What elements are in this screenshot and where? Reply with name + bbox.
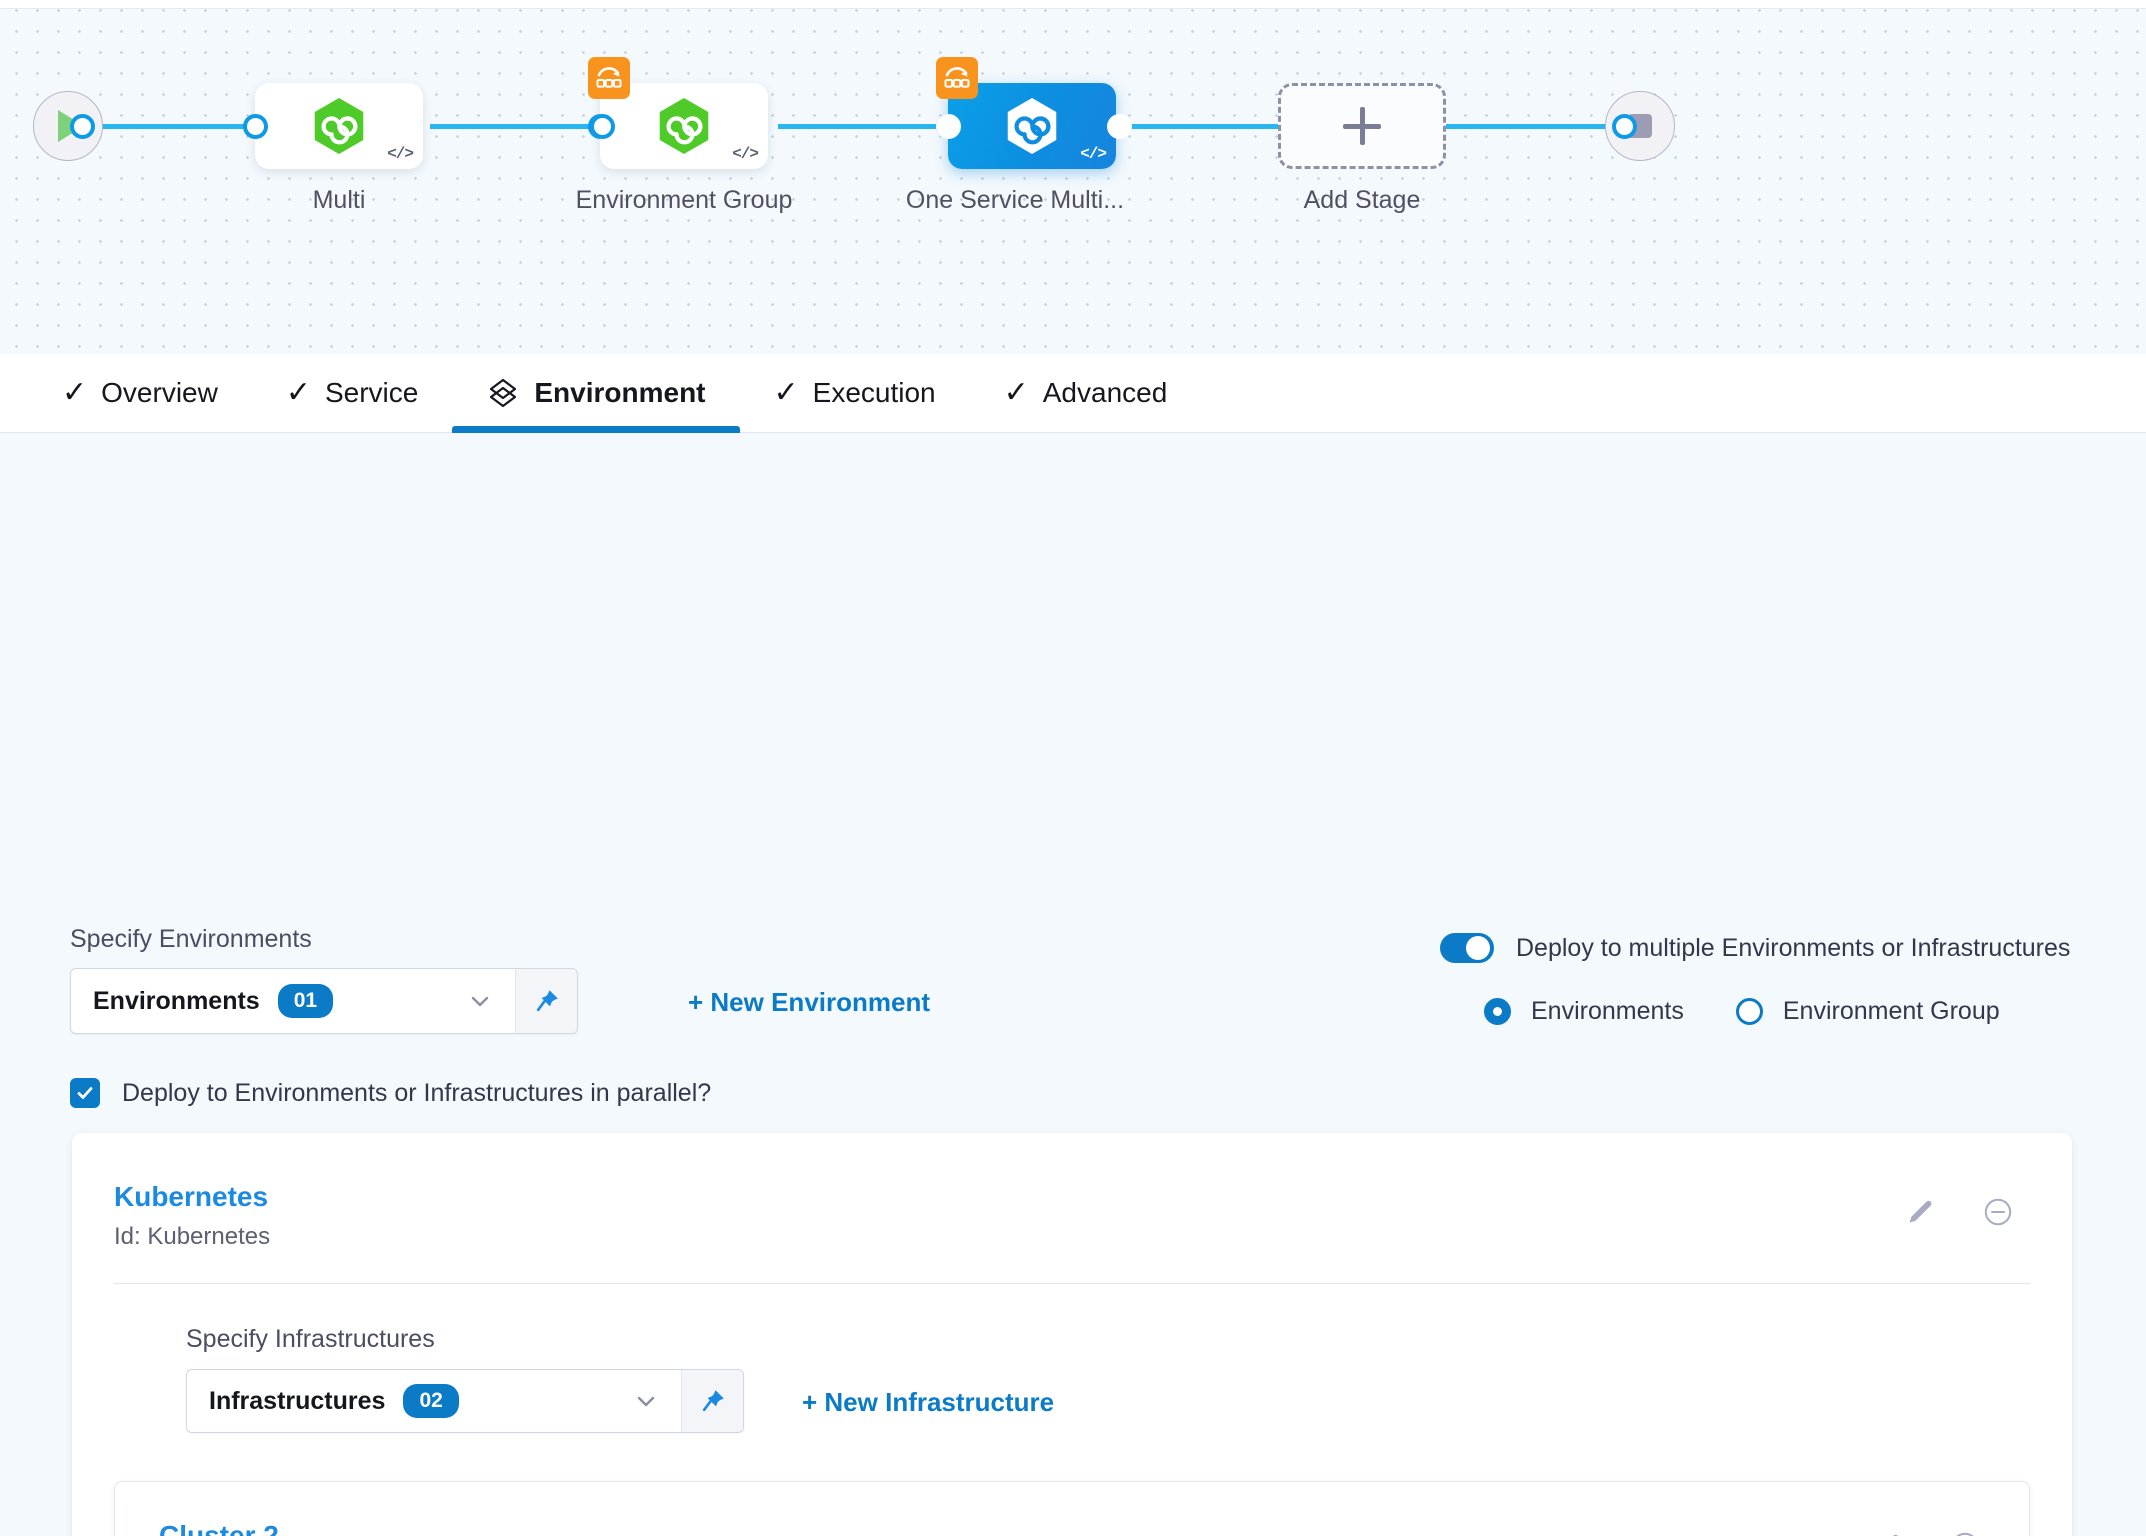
infrastructures-select-text: Infrastructures xyxy=(209,1386,386,1415)
edit-infrastructure-button[interactable] xyxy=(1871,1531,1901,1536)
check-icon: ✓ xyxy=(773,376,799,409)
stage-config-tabbar[interactable]: ✓ Overview ✓ Service Environment ✓ Execu… xyxy=(0,354,2146,433)
pin-infrastructures-button[interactable] xyxy=(681,1370,743,1432)
radio-environments-label: Environments xyxy=(1531,997,1684,1025)
infrastructures-count-badge: 02 xyxy=(403,1383,459,1419)
stage-label-environment-group: Environment Group xyxy=(575,186,793,214)
infrastructures-select-value[interactable]: Infrastructures 02 xyxy=(187,1370,681,1432)
tab-service[interactable]: ✓ Service xyxy=(252,354,453,432)
tab-label: Advanced xyxy=(1042,377,1168,408)
stage-node-multi[interactable]: </> xyxy=(255,83,423,169)
tab-label: Execution xyxy=(812,377,936,408)
infrastructure-card: Cluster 2 Id: Cluster_2 xyxy=(114,1481,2030,1536)
toggle-knob xyxy=(1466,936,1490,960)
radio-environments[interactable] xyxy=(1484,998,1511,1025)
environments-select-text: Environments xyxy=(93,986,260,1015)
add-stage-button[interactable] xyxy=(1278,83,1446,169)
environment-card: Kubernetes Id: Kubernetes Specify Infras… xyxy=(72,1133,2072,1536)
remove-environment-button[interactable] xyxy=(1982,1196,2014,1228)
environment-id: Id: Kubernetes xyxy=(114,1223,271,1250)
stage-code-icon[interactable]: </> xyxy=(1080,145,1107,163)
stage-label-one-service-multi: One Service Multi... xyxy=(905,186,1125,214)
connector-multi-to-envgroup xyxy=(430,124,600,129)
minus-circle-icon xyxy=(1984,1198,2012,1226)
check-icon: ✓ xyxy=(62,376,88,409)
plus-icon-bar xyxy=(1343,123,1381,129)
tab-overview[interactable]: ✓ Overview xyxy=(28,354,252,432)
radio-environment-group-label: Environment Group xyxy=(1782,997,2000,1025)
pipeline-start-node[interactable] xyxy=(33,91,103,161)
connector-addstage-to-stop xyxy=(1440,124,1640,129)
window-top-edge xyxy=(0,0,2146,9)
infrastructure-card-actions[interactable] xyxy=(1871,1530,1981,1536)
tab-label: Service xyxy=(324,377,419,408)
tab-environment[interactable]: Environment xyxy=(452,354,740,433)
layers-icon xyxy=(486,376,520,410)
deploy-multiple-toggle-label: Deploy to multiple Environments or Infra… xyxy=(1516,933,2071,962)
add-stage-label: Add Stage xyxy=(1303,186,1421,214)
connector-dot-end[interactable] xyxy=(1612,114,1637,139)
connector-dot-oneservice-right[interactable] xyxy=(1107,114,1132,139)
specify-infrastructures-label: Specify Infrastructures xyxy=(186,1325,435,1353)
environments-select-value[interactable]: Environments 01 xyxy=(71,969,515,1033)
environments-select[interactable]: Environments 01 xyxy=(70,968,578,1034)
deploy-parallel-checkbox-row[interactable]: Deploy to Environments or Infrastructure… xyxy=(70,1078,711,1108)
pencil-icon xyxy=(1909,1200,1932,1223)
tab-execution[interactable]: ✓ Execution xyxy=(740,354,970,432)
minus-circle-icon xyxy=(1956,1532,1974,1536)
chevron-down-icon[interactable] xyxy=(593,1388,659,1414)
environment-tab-panel: Specify Environments Environments 01 + N… xyxy=(0,433,2146,1536)
connector-oneservice-to-addstage xyxy=(1120,124,1280,129)
deploy-parallel-checkbox[interactable] xyxy=(70,1078,100,1108)
radio-environment-group[interactable] xyxy=(1735,998,1763,1025)
check-icon: ✓ xyxy=(1003,376,1029,409)
tab-label: Environment xyxy=(534,377,706,408)
environments-count-badge: 01 xyxy=(277,983,334,1019)
environment-card-actions[interactable] xyxy=(1904,1196,2014,1228)
deploy-parallel-label: Deploy to Environments or Infrastructure… xyxy=(122,1078,712,1107)
pin-icon xyxy=(536,990,558,1012)
infrastructures-select[interactable]: Infrastructures 02 xyxy=(186,1369,744,1433)
deploy-multiple-radio-group[interactable]: Environments Environment Group xyxy=(1484,997,2032,1026)
stage-node-environment-group[interactable]: </> xyxy=(588,57,768,169)
connector-dot-envgroup-left[interactable] xyxy=(590,114,615,139)
infrastructure-name[interactable]: Cluster 2 xyxy=(159,1520,279,1536)
pipeline-canvas[interactable]: </> Multi </> Environment Group xyxy=(0,9,2146,354)
connector-dot-start[interactable] xyxy=(70,114,95,139)
stage-code-icon[interactable]: </> xyxy=(732,145,759,163)
new-environment-link[interactable]: + New Environment xyxy=(688,987,930,1017)
connector-envgroup-to-oneservice xyxy=(778,124,948,129)
matrix-strategy-icon xyxy=(936,57,978,99)
stage-code-icon[interactable]: </> xyxy=(387,145,414,163)
environment-card-divider xyxy=(114,1283,2030,1284)
tab-label: Overview xyxy=(101,377,218,408)
connector-dot-multi-left[interactable] xyxy=(243,114,268,139)
matrix-strategy-icon xyxy=(588,57,630,99)
stage-label-multi: Multi xyxy=(312,186,366,214)
connector-start-to-multi xyxy=(78,124,248,129)
new-infrastructure-link[interactable]: + New Infrastructure xyxy=(802,1387,1055,1417)
remove-infrastructure-button[interactable] xyxy=(1949,1530,1981,1536)
stage-node-one-service-multi[interactable]: </> xyxy=(936,57,1116,169)
connector-dot-oneservice-left[interactable] xyxy=(936,114,961,139)
edit-environment-button[interactable] xyxy=(1904,1197,1934,1227)
deployment-hexagon-icon xyxy=(314,98,364,154)
tab-advanced[interactable]: ✓ Advanced xyxy=(970,354,1202,432)
pin-icon xyxy=(702,1390,724,1412)
deploy-multiple-toggle-row[interactable]: Deploy to multiple Environments or Infra… xyxy=(1440,933,2070,963)
deployment-hexagon-icon xyxy=(659,98,709,154)
check-icon: ✓ xyxy=(285,376,311,409)
environment-card-header: Kubernetes Id: Kubernetes xyxy=(72,1133,2072,1251)
deploy-multiple-toggle[interactable] xyxy=(1440,933,1494,963)
pin-environments-button[interactable] xyxy=(515,969,577,1033)
check-icon xyxy=(77,1087,93,1099)
chevron-down-icon[interactable] xyxy=(427,988,493,1014)
specify-environments-label: Specify Environments xyxy=(70,925,312,953)
deployment-hexagon-icon xyxy=(1007,98,1057,154)
environment-name[interactable]: Kubernetes xyxy=(114,1181,269,1212)
pencil-icon xyxy=(1893,1534,1898,1536)
